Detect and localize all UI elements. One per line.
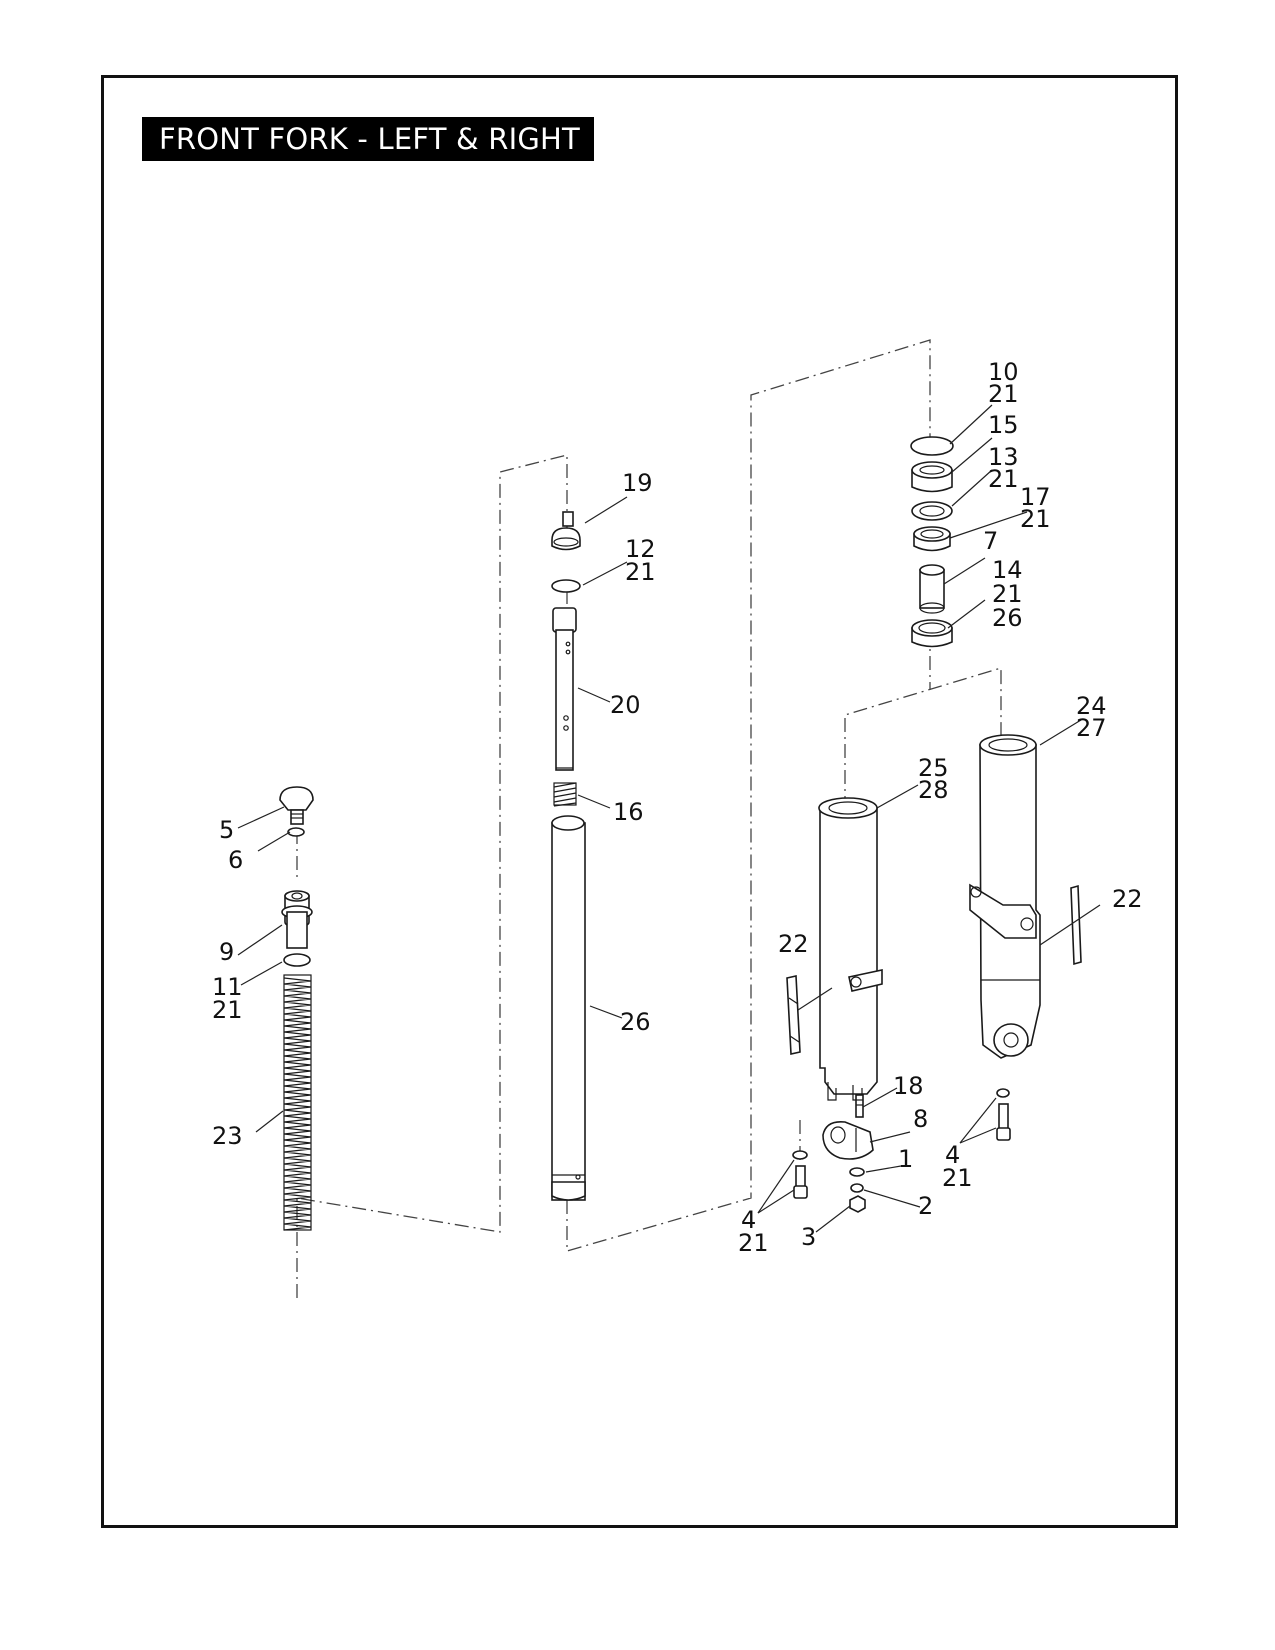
callout-4-21-right: 4 21 [942, 1141, 973, 1192]
svg-text:21: 21 [1020, 505, 1051, 533]
callout-23: 23 [212, 1122, 243, 1150]
callout-16: 16 [613, 798, 644, 826]
snap-ring-12 [551, 579, 581, 593]
dust-seal-15 [911, 461, 953, 493]
svg-text:8: 8 [913, 1105, 928, 1133]
svg-text:22: 22 [1112, 885, 1143, 913]
svg-text:16: 16 [613, 798, 644, 826]
callout-25-28: 25 28 [918, 754, 949, 804]
svg-text:13: 13 [988, 443, 1019, 471]
svg-text:5: 5 [219, 816, 234, 844]
svg-text:4: 4 [945, 1141, 960, 1169]
fork-slider-left [818, 797, 883, 1101]
axle-holder-8 [822, 1120, 874, 1160]
oil-seal-13 [911, 501, 953, 521]
svg-text:2: 2 [918, 1192, 933, 1220]
stud-18 [855, 1094, 864, 1118]
callout-17-21: 17 21 [1020, 483, 1051, 533]
rebound-spring [553, 782, 577, 807]
callout-13-21: 13 21 [988, 443, 1019, 493]
callout-2: 2 [918, 1192, 933, 1220]
svg-text:20: 20 [610, 691, 641, 719]
callout-7: 7 [983, 527, 998, 555]
svg-text:4: 4 [741, 1206, 756, 1234]
svg-text:21: 21 [942, 1164, 973, 1192]
retaining-ring-10 [910, 436, 954, 456]
page-border [101, 75, 1178, 1528]
svg-text:22: 22 [778, 930, 809, 958]
svg-text:12: 12 [625, 535, 656, 563]
callout-22-left: 22 [778, 930, 809, 958]
spring-spacer [281, 890, 313, 949]
callout-24-27: 24 27 [1076, 692, 1107, 742]
callout-5: 5 [219, 816, 234, 844]
callout-26: 26 [620, 1008, 651, 1036]
svg-text:17: 17 [1020, 483, 1051, 511]
svg-text:15: 15 [988, 411, 1019, 439]
svg-text:24: 24 [1076, 692, 1107, 720]
svg-text:21: 21 [625, 558, 656, 586]
svg-text:21: 21 [212, 996, 243, 1024]
svg-text:6: 6 [228, 846, 243, 874]
diagram-title: FRONT FORK - LEFT & RIGHT [142, 117, 594, 161]
callout-20: 20 [610, 691, 641, 719]
svg-text:9: 9 [219, 938, 234, 966]
screw-4-left [792, 1150, 808, 1199]
svg-text:3: 3 [801, 1223, 816, 1251]
callout-18: 18 [893, 1072, 924, 1100]
callout-10-21: 10 21 [988, 358, 1019, 408]
callout-8: 8 [913, 1105, 928, 1133]
svg-text:18: 18 [893, 1072, 924, 1100]
svg-text:23: 23 [212, 1122, 243, 1150]
svg-text:7: 7 [983, 527, 998, 555]
washer-17 [913, 526, 951, 552]
callout-3: 3 [801, 1223, 816, 1251]
fork-slider-right [969, 734, 1041, 1059]
callout-4-21-left: 4 21 [738, 1206, 769, 1257]
svg-text:21: 21 [988, 380, 1019, 408]
svg-text:1: 1 [898, 1145, 913, 1173]
callout-11-21: 11 21 [212, 973, 243, 1024]
bushing-14 [911, 619, 953, 648]
reflector-left [786, 975, 801, 1055]
svg-text:26: 26 [992, 604, 1023, 632]
svg-text:14: 14 [992, 556, 1023, 584]
fork-cap-bolt [279, 786, 314, 825]
callout-19: 19 [622, 469, 653, 497]
svg-text:10: 10 [988, 358, 1019, 386]
callout-12-21: 12 21 [625, 535, 656, 586]
leader-lines [237, 404, 1101, 1233]
svg-text:21: 21 [992, 580, 1023, 608]
callout-15: 15 [988, 411, 1019, 439]
callout-14-21-26: 14 21 26 [992, 556, 1023, 632]
callout-22-right: 22 [1112, 885, 1143, 913]
rebound-valve [551, 511, 581, 551]
o-ring-11 [283, 953, 311, 967]
callout-6: 6 [228, 846, 243, 874]
svg-text:28: 28 [918, 776, 949, 804]
svg-text:26: 26 [620, 1008, 651, 1036]
callout-1: 1 [898, 1145, 913, 1173]
lockwasher-2 [850, 1183, 864, 1193]
nut-3 [849, 1195, 866, 1213]
reflector-right [1070, 884, 1082, 966]
fork-tube [551, 815, 586, 1201]
washer-1 [849, 1167, 865, 1177]
svg-text:11: 11 [212, 973, 243, 1001]
svg-text:21: 21 [988, 465, 1019, 493]
screw-4-right [996, 1088, 1011, 1141]
svg-text:21: 21 [738, 1229, 769, 1257]
svg-text:27: 27 [1076, 714, 1107, 742]
bushing-7 [919, 564, 945, 614]
callout-9: 9 [219, 938, 234, 966]
damper-tube [552, 607, 577, 771]
o-ring-6 [287, 827, 305, 837]
svg-text:19: 19 [622, 469, 653, 497]
svg-text:25: 25 [918, 754, 949, 782]
fork-spring [283, 974, 312, 1231]
